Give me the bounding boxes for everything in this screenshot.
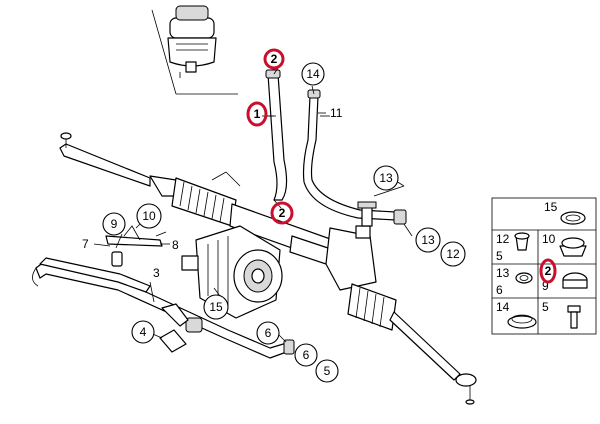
svg-text:12: 12	[446, 247, 460, 261]
callout-13-bottom[interactable]: 13	[415, 227, 441, 253]
label-8: 8	[172, 238, 179, 252]
panel-label-14: 14	[496, 300, 510, 314]
svg-text:2: 2	[545, 264, 552, 278]
callout-14[interactable]: 14	[301, 62, 325, 86]
label-3: 3	[153, 266, 160, 280]
callout-10[interactable]: 10	[136, 203, 162, 229]
svg-text:15: 15	[209, 300, 223, 314]
svg-text:2: 2	[279, 206, 286, 220]
panel-label-10: 10	[542, 232, 556, 246]
highlight-callout-1[interactable]: 1	[246, 101, 268, 127]
fluid-reservoir	[151, 5, 238, 95]
panel-label-6: 6	[496, 283, 503, 297]
svg-text:6: 6	[265, 326, 272, 340]
callout-15[interactable]: 15	[203, 294, 229, 320]
highlight-callout-2-panel[interactable]: 2	[539, 258, 557, 284]
svg-text:9: 9	[111, 217, 118, 231]
svg-text:10: 10	[142, 209, 156, 223]
panel-label-5: 5	[496, 249, 503, 263]
callout-9[interactable]: 9	[102, 212, 126, 236]
svg-text:1: 1	[254, 107, 261, 121]
label-7: 7	[82, 237, 89, 251]
hose-11	[302, 89, 407, 225]
callout-13-top[interactable]: 13	[373, 165, 399, 191]
steering-rack	[59, 132, 477, 405]
panel-label-12: 12	[496, 232, 510, 246]
callout-6-upper[interactable]: 6	[256, 321, 280, 345]
panel-label-13: 13	[496, 266, 510, 280]
callout-4[interactable]: 4	[131, 320, 155, 344]
callout-5[interactable]: 5	[315, 359, 339, 383]
callout-12[interactable]: 12	[440, 241, 466, 267]
panel-label-5-bottom: 5	[542, 300, 549, 314]
highlight-callout-2-top[interactable]: 2	[263, 48, 285, 70]
svg-text:6: 6	[303, 348, 310, 362]
panel-label-15: 15	[544, 200, 558, 214]
panel-label-9: 9	[542, 279, 549, 293]
svg-text:5: 5	[324, 364, 331, 378]
hose-1	[262, 69, 288, 201]
label-11: 11	[330, 106, 343, 120]
svg-text:2: 2	[271, 52, 278, 66]
pressure-line-3	[32, 257, 295, 359]
callout-6-lower[interactable]: 6	[294, 343, 318, 367]
svg-text:13: 13	[421, 233, 435, 247]
highlight-callout-2-mid[interactable]: 2	[270, 201, 294, 225]
svg-text:13: 13	[379, 171, 393, 185]
svg-text:4: 4	[140, 325, 147, 339]
svg-text:14: 14	[306, 67, 320, 81]
small-parts-panel: 15 12 5 10 13 6 9 14 5	[491, 197, 597, 335]
